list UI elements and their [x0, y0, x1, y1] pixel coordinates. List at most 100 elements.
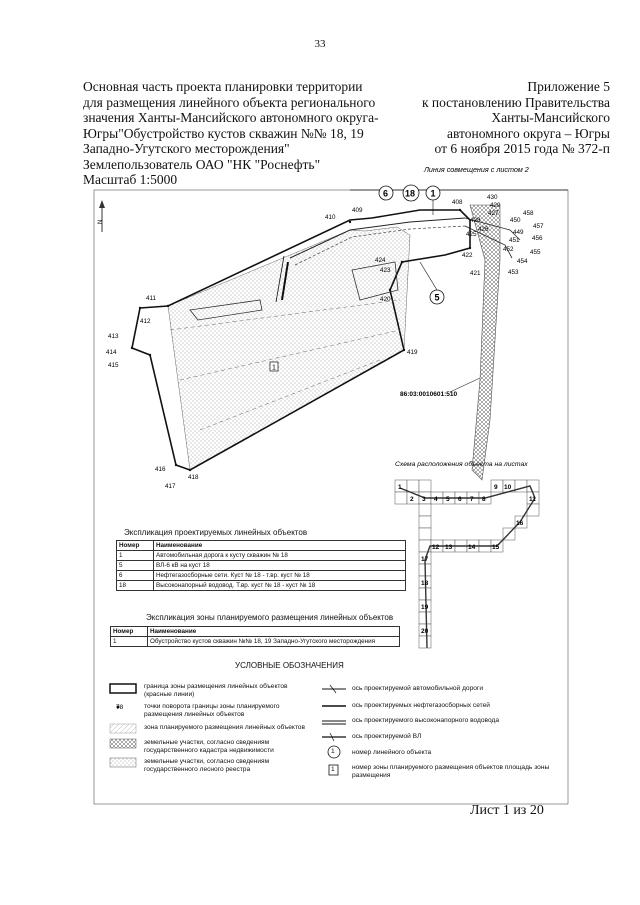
svg-text:453: 453 [508, 269, 519, 276]
svg-text:422: 422 [462, 252, 473, 259]
zone-boundary [131, 209, 471, 471]
legend-symbols [109, 683, 346, 776]
table1-header-name: Наименование [153, 540, 406, 551]
svg-text:417: 417 [165, 483, 176, 490]
legend-item-water: ось проектируемого высоконапорного водов… [352, 717, 500, 724]
svg-text:418: 418 [188, 474, 199, 481]
header-left-line: Землепользователь ОАО "НК "Роснефть" [83, 156, 321, 172]
svg-text:423: 423 [380, 267, 391, 274]
svg-text:20: 20 [421, 628, 429, 635]
legend-item-zone-number: номер зоны планируемого размещения объек… [352, 764, 550, 779]
object-number-6: 6 [378, 185, 394, 201]
svg-text:457: 457 [533, 223, 544, 230]
svg-text:452: 452 [503, 246, 514, 253]
svg-text:9: 9 [494, 484, 498, 491]
svg-text:427: 427 [488, 210, 499, 217]
svg-text:449: 449 [513, 229, 524, 236]
map-frame [93, 189, 569, 805]
svg-text:414: 414 [106, 349, 117, 356]
header-right-line: автономного округа – Югры [447, 125, 610, 141]
svg-text:421: 421 [470, 270, 481, 277]
table-row: 6 Нефтегазосборные сети. Куст № 18 - т.в… [116, 570, 406, 581]
header-right: Приложение 5 к постановлению Правительст… [385, 79, 610, 157]
schema-sheet-numbers: 1 2 3 4 5 6 7 8 9 10 11 12 13 14 15 16 1… [398, 484, 536, 635]
legend-item-boundary: граница зоны размещения линейных объекто… [144, 683, 288, 698]
header-left-line: Основная часть проекта планировки террит… [83, 79, 363, 94]
svg-text:409: 409 [352, 207, 363, 214]
north-arrow-icon: N [98, 200, 105, 232]
svg-text:16: 16 [516, 520, 524, 527]
svg-text:14: 14 [468, 544, 476, 551]
svg-text:19: 19 [421, 604, 429, 611]
svg-text:412: 412 [140, 318, 151, 325]
svg-text:4: 4 [434, 496, 438, 503]
legend-item-object-number: номер линейного объекта [352, 749, 432, 756]
header-right-line: Ханты-Мансийского [491, 110, 610, 125]
header-right-line: Приложение 5 [527, 79, 610, 94]
header-right-line: от 6 ноября 2015 года № 372-п [434, 141, 611, 156]
table1: Номер Наименование 1 Автомобильная дорог… [116, 540, 406, 591]
table2-title: Экспликация зоны планируемого размещения… [146, 613, 394, 622]
svg-text:416: 416 [155, 466, 166, 473]
object-number-18: 18 [402, 184, 420, 202]
sheet-footer: Лист 1 из 20 [470, 803, 544, 818]
header-left-line: Югры"Обустройство кустов скважин №№ 18, … [83, 125, 364, 141]
header-scale: Масштаб 1:5000 [83, 172, 178, 187]
zone-number-box [269, 361, 279, 372]
svg-text:455: 455 [530, 249, 541, 256]
legend-item-oil-gas: ось проектируемых нефтегазосборных сетей [352, 702, 490, 709]
svg-text:415: 415 [108, 362, 119, 369]
sheet-schema: Схема расположения объекта на листах 1 2… [394, 460, 540, 649]
svg-text:419: 419 [407, 349, 418, 356]
svg-text:454: 454 [517, 258, 528, 265]
object-number-5: 5 [429, 289, 445, 305]
legend-item-points: точки поворота границы зоны планируемого… [144, 703, 280, 718]
svg-text:5: 5 [435, 293, 440, 303]
svg-text:420: 420 [380, 296, 391, 303]
table2-header-name: Наименование [147, 626, 400, 637]
svg-text:1: 1 [398, 484, 402, 491]
svg-text:430: 430 [487, 194, 498, 201]
zone-number: 1 [272, 365, 276, 372]
svg-text:3: 3 [422, 496, 426, 503]
road-axis [289, 217, 466, 259]
svg-text:425: 425 [466, 231, 477, 238]
page-number: 33 [314, 38, 326, 50]
north-label: N [98, 220, 104, 224]
svg-text:408: 408 [452, 199, 463, 206]
svg-text:7: 7 [470, 496, 474, 503]
svg-text:13: 13 [445, 544, 453, 551]
point-labels: 409 410 411 412 413 414 415 416 417 418 … [106, 194, 544, 490]
legend-item-cadastre: земельные участки, согласно сведениям го… [144, 739, 274, 754]
svg-text:456: 456 [532, 235, 543, 242]
svg-text:5: 5 [446, 496, 450, 503]
header-left: Основная часть проекта планировки террит… [83, 79, 413, 188]
schema-title: Схема расположения объекта на листах [395, 460, 528, 468]
legend-item-forest: земельные участки, согласно сведениям го… [144, 758, 270, 773]
svg-text:12: 12 [432, 544, 440, 551]
header-right-line: к постановлению Правительства [421, 94, 610, 110]
svg-text:429: 429 [490, 202, 501, 209]
svg-text:458: 458 [523, 210, 534, 217]
svg-text:451: 451 [509, 237, 520, 244]
legend-title: УСЛОВНЫЕ ОБОЗНАЧЕНИЯ [235, 661, 344, 670]
svg-text:6: 6 [458, 496, 462, 503]
legend-item-zone: зона планируемого размещения линейных об… [144, 724, 305, 731]
header-left-line: Западно-Угутского месторождения" [83, 141, 290, 156]
table-row: 18 Высоконапорный водовод. Т.вр. куст № … [116, 580, 406, 591]
table-row: 1 Обустройство кустов скважин №№ 18, 19 … [110, 636, 400, 647]
svg-text:11: 11 [529, 496, 536, 503]
table-row: 1 Автомобильная дорога к кусту скважин №… [116, 550, 406, 561]
svg-text:18: 18 [421, 580, 429, 587]
svg-text:6: 6 [383, 189, 388, 199]
svg-text:426: 426 [478, 226, 489, 233]
svg-text:10: 10 [504, 484, 512, 491]
legend-object-sample: 1 [331, 748, 335, 755]
svg-text:413: 413 [108, 333, 119, 340]
table-row: 5 ВЛ-6 кВ на куст 18 [116, 560, 406, 571]
cadastral-label: 86:03:0010601:510 [400, 391, 457, 398]
object-number-1: 1 [425, 185, 441, 201]
table1-header-number: Номер [116, 540, 154, 551]
legend-item-power-line: ось проектируемой ВЛ [352, 733, 422, 740]
